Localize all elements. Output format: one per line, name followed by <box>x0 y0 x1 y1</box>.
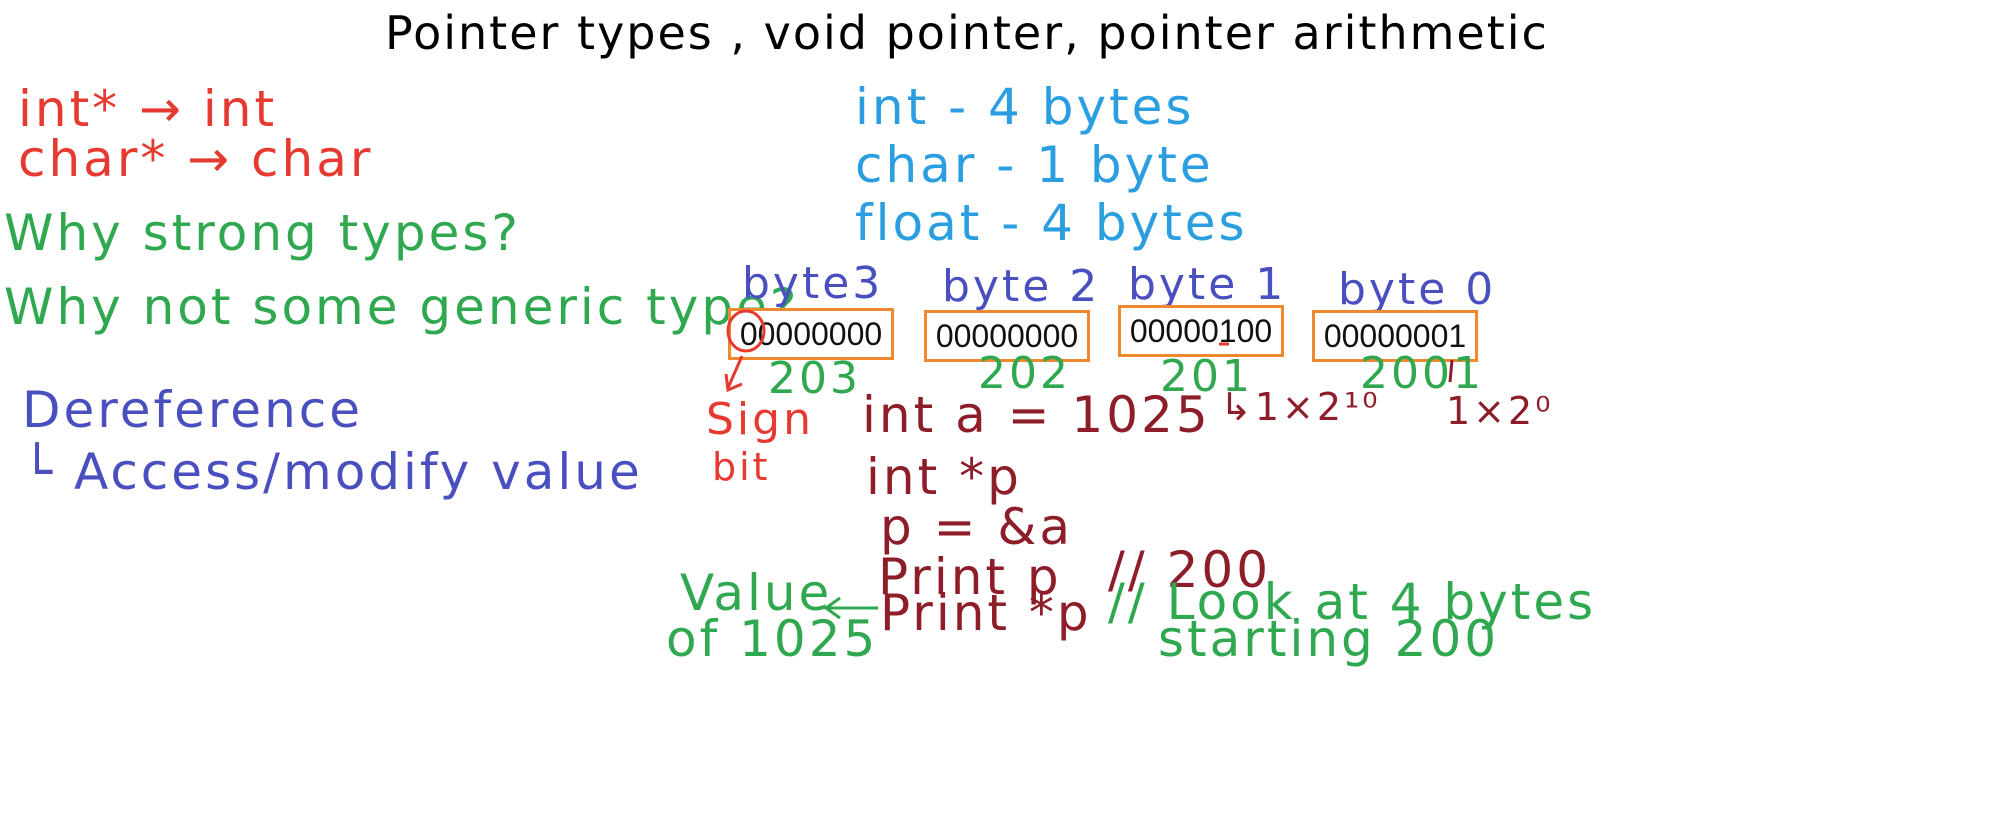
dereference-heading: Dereference <box>22 381 364 439</box>
byte-label-3: byte3 <box>742 258 884 309</box>
question-generic-type: Why not some generic type? <box>4 278 800 336</box>
address-201: 201 <box>1160 351 1253 402</box>
byte-label-0: byte 0 <box>1338 264 1497 315</box>
page-title: Pointer types , void pointer, pointer ar… <box>385 6 1549 60</box>
value-note-line1: Value <box>680 564 833 622</box>
memory-cell-byte1: 00000100 <box>1118 305 1284 357</box>
bit-label: bit <box>712 445 771 489</box>
power-two-ten: ↳1×2¹⁰ <box>1220 385 1381 429</box>
memory-cell-byte2: 00000000 <box>924 310 1090 362</box>
sign-bit-arrowhead <box>724 373 743 393</box>
code-print-deref: Print *p <box>880 584 1092 642</box>
sign-label: Sign <box>706 394 814 445</box>
question-strong-types: Why strong types? <box>4 204 521 262</box>
float-size: float - 4 bytes <box>855 194 1248 252</box>
byte-label-2: byte 2 <box>942 261 1101 312</box>
int-size: int - 4 bytes <box>855 78 1195 136</box>
address-202: 202 <box>978 348 1071 399</box>
sign-bit-arrow <box>726 355 744 389</box>
code-print-p-comment: // 200 <box>1108 541 1272 599</box>
address-200: 2001 <box>1360 348 1484 399</box>
char-size: char - 1 byte <box>855 136 1214 194</box>
char-pointer-line: char* → char <box>18 130 374 188</box>
code-deref-comment: // Look at 4 bytes <box>1108 573 1597 631</box>
dereference-subline: └ Access/modify value <box>22 443 643 501</box>
byte-label-1: byte 1 <box>1128 259 1287 310</box>
value-note-line2: of 1025 <box>666 610 879 668</box>
code-declaration: int a = 1025 <box>862 386 1211 444</box>
code-print-p: Print p <box>878 548 1062 606</box>
address-203: 203 <box>768 353 861 404</box>
code-deref-comment-2: starting 200 <box>1158 610 1500 668</box>
power-two-zero: 1×2⁰ <box>1446 389 1554 433</box>
code-assign: p = &a <box>880 498 1074 556</box>
memory-cell-byte0: 00000001 <box>1312 310 1478 362</box>
code-pointer-declaration: int *p <box>866 448 1022 506</box>
int-pointer-line: int* → int <box>18 80 278 138</box>
